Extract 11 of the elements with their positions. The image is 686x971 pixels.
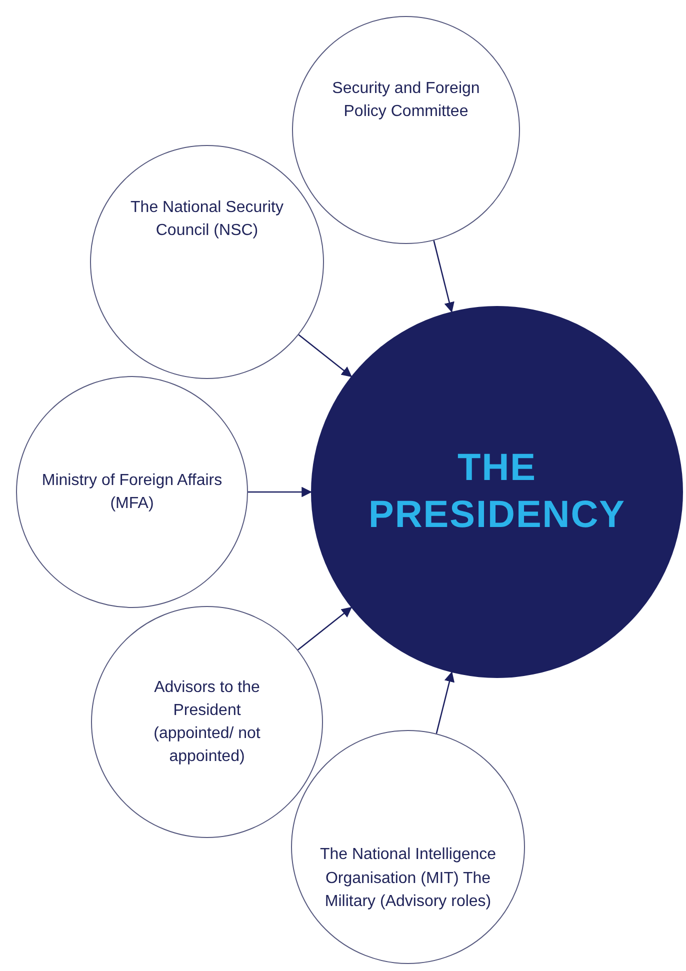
circle-label: Advisors to the President (appointed/ not appointed) <box>152 678 262 768</box>
arrow <box>297 606 352 650</box>
circle-title: THE PRESIDENCY <box>367 446 627 538</box>
circle-label: Security and Foreign Policy Committee <box>331 79 481 122</box>
circle-label: The National Intelligence Organisation (MIT) The Military (Advisory roles) <box>318 845 498 912</box>
arrow <box>248 486 312 498</box>
arrow <box>436 671 455 734</box>
arrow <box>433 240 454 313</box>
circle-label: Ministry of Foreign Affairs (MFA) <box>40 470 224 514</box>
circle-label: The National Security Council (NSC) <box>130 198 284 242</box>
arrow <box>298 334 352 378</box>
